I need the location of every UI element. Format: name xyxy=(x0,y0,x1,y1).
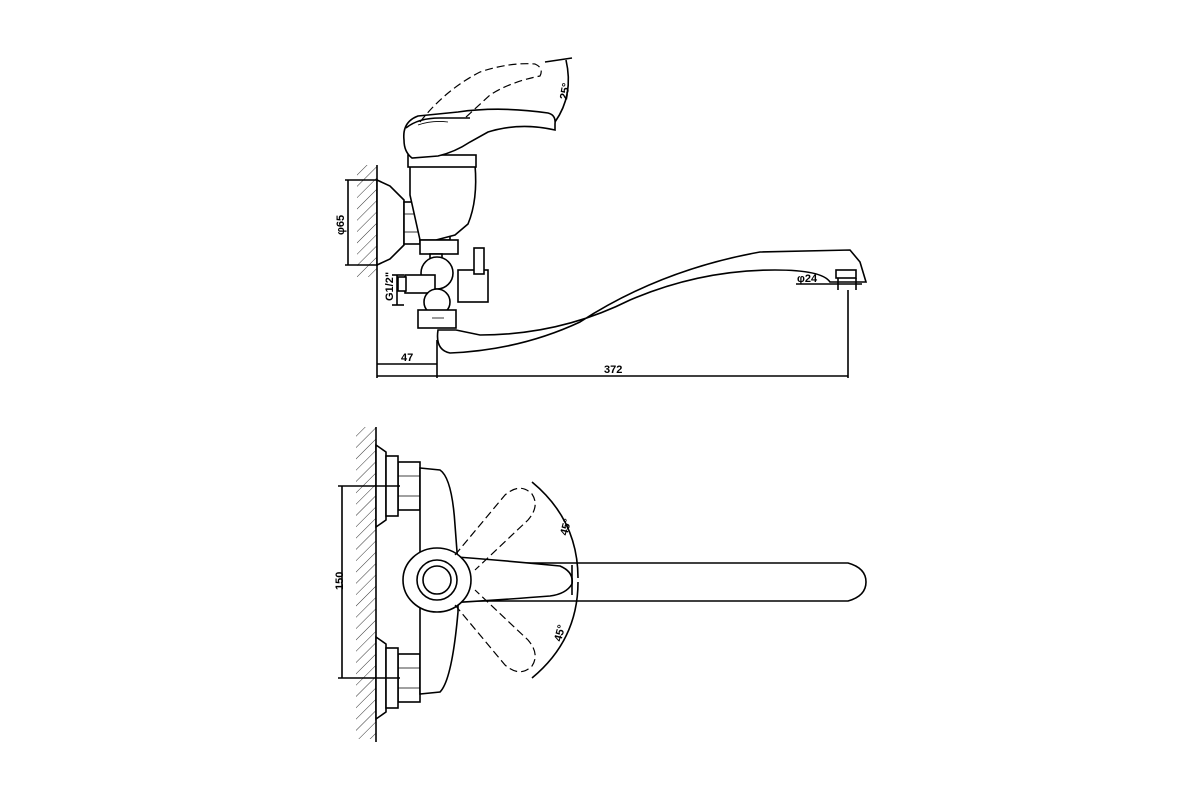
diverter-knob xyxy=(473,247,485,275)
label-outlet-diameter: φ24 xyxy=(797,273,818,285)
lever-lower-alt xyxy=(454,589,536,673)
lever-handle xyxy=(402,108,556,159)
lever-alt-position xyxy=(419,63,542,123)
lower-nut xyxy=(417,309,457,329)
label-angle-25: 25° xyxy=(558,82,573,100)
wall-hatch-bottom xyxy=(356,427,376,739)
label-angle-upper: 45° xyxy=(558,518,574,537)
aerator xyxy=(835,269,857,279)
side-view: 25° φ65 G1/2" φ24 47 xyxy=(335,57,868,378)
lever-cartridge xyxy=(405,117,470,129)
top-view: 45° 45° 150 xyxy=(334,427,867,742)
angle-arc-25 xyxy=(554,59,570,123)
lever-upper-alt xyxy=(454,487,536,571)
upper-nut xyxy=(397,461,421,511)
wall-flange xyxy=(376,178,405,267)
label-angle-lower: 45° xyxy=(552,624,568,643)
spout xyxy=(436,249,868,354)
lower-nut-top xyxy=(397,653,421,703)
mixer-body xyxy=(409,164,477,241)
label-flange-diameter: φ65 xyxy=(335,215,347,235)
wall-hatch-top xyxy=(357,165,377,277)
label-inlet-spacing: 150 xyxy=(334,572,346,590)
diverter-top xyxy=(419,239,459,255)
angle-arc-upper xyxy=(531,481,579,579)
cartridge-ring-inner xyxy=(422,565,452,595)
label-reach-372: 372 xyxy=(604,364,622,376)
diverter-side-body xyxy=(457,269,489,303)
label-inlet-thread: G1/2" xyxy=(384,272,396,301)
label-offset-47: 47 xyxy=(401,352,413,364)
angle-arc-lower xyxy=(531,581,579,679)
